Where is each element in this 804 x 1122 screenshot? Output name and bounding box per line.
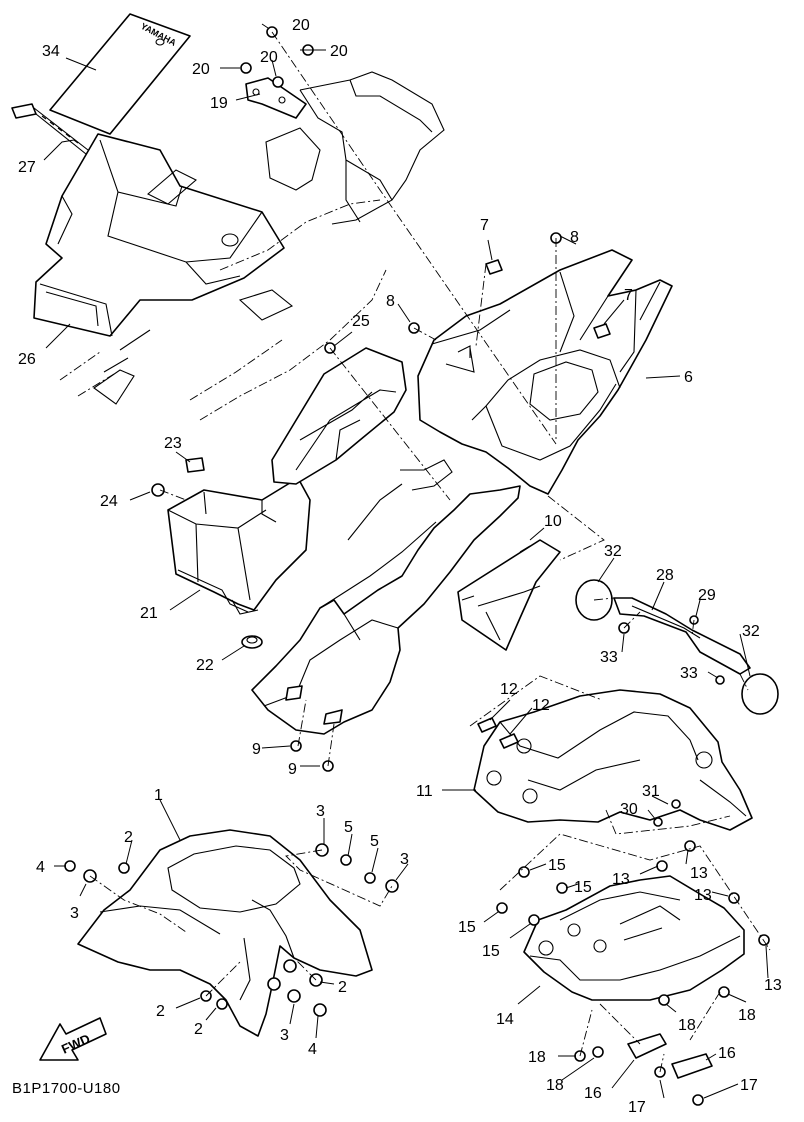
part-strap bbox=[11, 103, 89, 155]
callout-2: 2 bbox=[124, 829, 133, 846]
callout-13: 13 bbox=[694, 887, 712, 904]
diagram-reference-code: B1P1700-U180 bbox=[12, 1080, 121, 1097]
callout-30: 30 bbox=[620, 801, 638, 818]
callout-20: 20 bbox=[192, 61, 210, 78]
callout-18: 18 bbox=[738, 1007, 756, 1024]
callout-6: 6 bbox=[684, 369, 693, 386]
callout-17: 17 bbox=[740, 1077, 758, 1094]
part-battery-box bbox=[167, 457, 311, 615]
callout-8: 8 bbox=[386, 293, 395, 310]
assembly-lines bbox=[89, 31, 771, 1073]
callout-32: 32 bbox=[604, 543, 622, 560]
callout-20: 20 bbox=[292, 17, 310, 34]
part-rear-inner-cover bbox=[33, 133, 285, 337]
callout-24: 24 bbox=[100, 493, 118, 510]
callout-25: 25 bbox=[352, 313, 370, 330]
callout-4: 4 bbox=[308, 1041, 317, 1058]
callout-3: 3 bbox=[400, 851, 409, 868]
callout-18: 18 bbox=[528, 1049, 546, 1066]
part-grommet-22 bbox=[241, 635, 263, 649]
callout-9: 9 bbox=[288, 761, 297, 778]
callout-2: 2 bbox=[194, 1021, 203, 1038]
callout-17: 17 bbox=[628, 1099, 646, 1116]
callout-20: 20 bbox=[330, 43, 348, 60]
callout-2: 2 bbox=[338, 979, 347, 996]
callout-12: 12 bbox=[500, 681, 518, 698]
callout-2: 2 bbox=[156, 1003, 165, 1020]
callout-8: 8 bbox=[570, 229, 579, 246]
callout-22: 22 bbox=[196, 657, 214, 674]
callout-13: 13 bbox=[612, 871, 630, 888]
callout-3: 3 bbox=[280, 1027, 289, 1044]
part-seat-cowl bbox=[417, 249, 673, 495]
callout-13: 13 bbox=[764, 977, 782, 994]
callout-5: 5 bbox=[370, 833, 379, 850]
callout-1: 1 bbox=[154, 787, 163, 804]
part-tail-bracket bbox=[473, 689, 753, 831]
callout-28: 28 bbox=[656, 567, 674, 584]
part-rear-fender bbox=[251, 459, 521, 735]
callout-33: 33 bbox=[680, 665, 698, 682]
callout-15: 15 bbox=[574, 879, 592, 896]
callout-15: 15 bbox=[548, 857, 566, 874]
callout-27: 27 bbox=[18, 159, 36, 176]
part-inner-tray bbox=[271, 347, 407, 485]
part-plate bbox=[457, 539, 561, 651]
callout-5: 5 bbox=[344, 819, 353, 836]
callout-29: 29 bbox=[698, 587, 716, 604]
callout-4: 4 bbox=[36, 859, 45, 876]
callout-10: 10 bbox=[544, 513, 562, 530]
callout-labels: 34 27 26 19 20 20 20 20 7 7 8 8 6 25 23 … bbox=[18, 17, 782, 1116]
part-side-brackets bbox=[627, 1033, 713, 1079]
callout-19: 19 bbox=[210, 95, 228, 112]
callout-26: 26 bbox=[18, 351, 36, 368]
callout-7: 7 bbox=[480, 217, 489, 234]
callout-16: 16 bbox=[718, 1045, 736, 1062]
callout-12: 12 bbox=[532, 697, 550, 714]
callout-34: 34 bbox=[42, 43, 60, 60]
part-license-bracket bbox=[613, 597, 751, 675]
part-tail-housing bbox=[523, 875, 745, 1001]
part-decal: YAMAHA bbox=[49, 13, 191, 135]
callout-15: 15 bbox=[458, 919, 476, 936]
callout-3: 3 bbox=[70, 905, 79, 922]
leader-lines bbox=[43, 23, 769, 1099]
callout-13: 13 bbox=[690, 865, 708, 882]
rear-frame-outline bbox=[59, 71, 445, 421]
callout-3: 3 bbox=[316, 803, 325, 820]
part-spacers bbox=[477, 717, 519, 749]
callout-31: 31 bbox=[642, 783, 660, 800]
callout-14: 14 bbox=[496, 1011, 514, 1028]
callout-18: 18 bbox=[546, 1077, 564, 1094]
callout-20: 20 bbox=[260, 49, 278, 66]
callout-33: 33 bbox=[600, 649, 618, 666]
part-front-fender bbox=[77, 829, 373, 1037]
callout-15: 15 bbox=[482, 943, 500, 960]
callout-9: 9 bbox=[252, 741, 261, 758]
callout-21: 21 bbox=[140, 605, 158, 622]
fwd-arrow: FWD bbox=[39, 1017, 107, 1061]
callout-23: 23 bbox=[164, 435, 182, 452]
callout-11: 11 bbox=[416, 783, 433, 800]
callout-16: 16 bbox=[584, 1085, 602, 1102]
callout-7: 7 bbox=[624, 287, 633, 304]
callout-32: 32 bbox=[742, 623, 760, 640]
callout-18: 18 bbox=[678, 1017, 696, 1034]
